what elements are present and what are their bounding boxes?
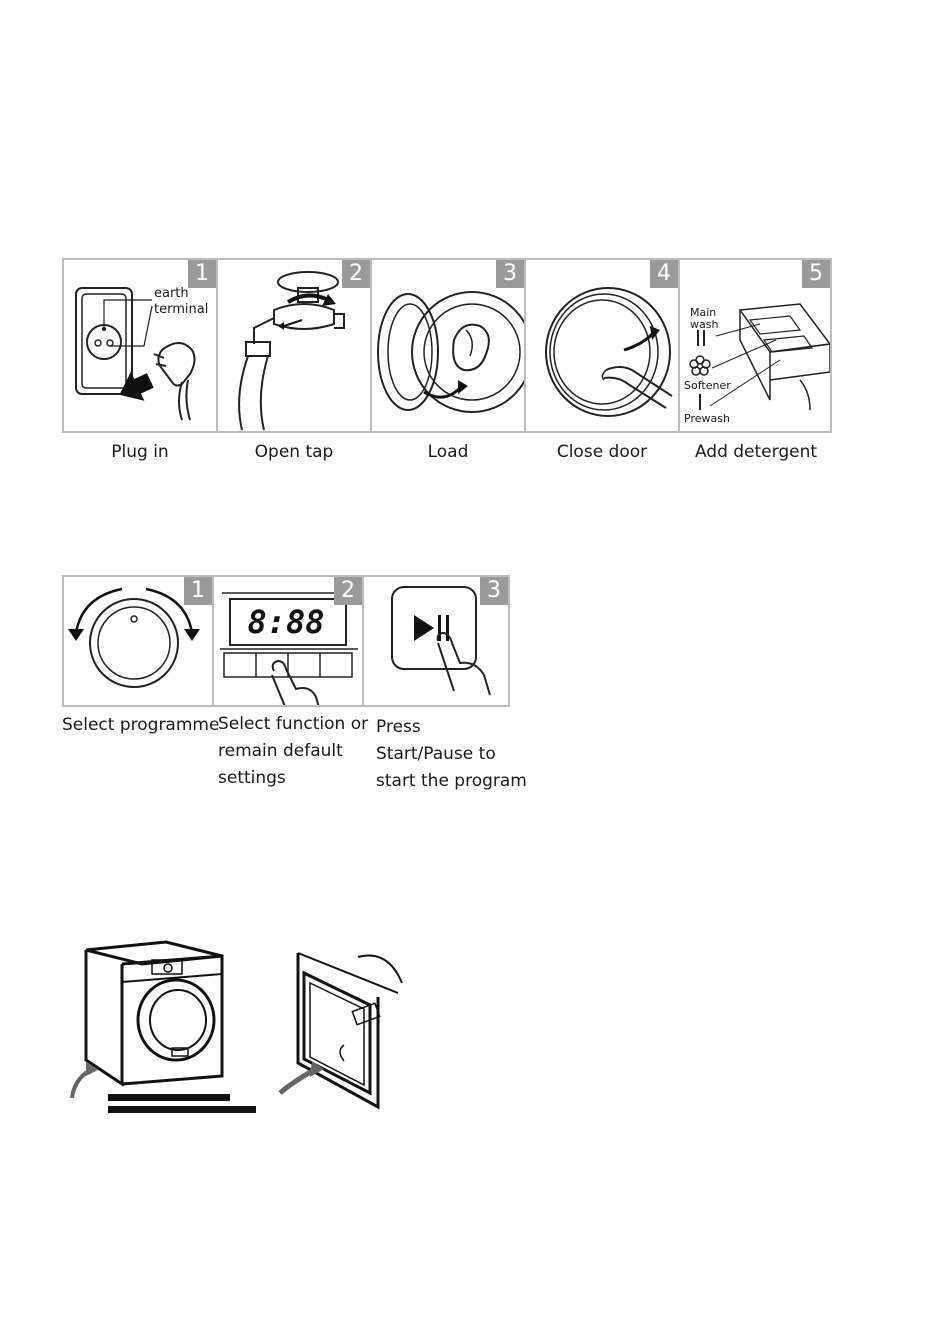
step-plug-in-panel: earth terminal 1 (62, 258, 218, 433)
step-number-badge: 4 (650, 260, 678, 288)
digital-display: 8:88 (247, 603, 324, 641)
step-number-badge: 1 (188, 260, 216, 288)
step-caption-select-programme: Select programme (62, 715, 219, 735)
step-start-pause-panel: 3 (362, 575, 510, 707)
step-caption-plug-in: Plug in (62, 442, 218, 462)
step-select-programme-panel: 1 (62, 575, 214, 707)
caption-line: start the program (376, 768, 536, 795)
step-open-tap-panel: 2 (216, 258, 372, 433)
step-number-badge: 5 (802, 260, 830, 288)
step-number-badge: 1 (184, 577, 212, 605)
step-load-panel: 3 (370, 258, 526, 433)
step-number-badge: 2 (334, 577, 362, 605)
caption-line: Press (376, 714, 536, 741)
wash-label: wash (690, 318, 718, 331)
step-number-badge: 3 (496, 260, 524, 288)
caption-line: settings (218, 765, 378, 792)
step-close-door-panel: 4 (524, 258, 680, 433)
step-number-badge: 3 (480, 577, 508, 605)
step-caption-add-detergent: Add detergent (672, 442, 840, 462)
flower-icon (690, 356, 710, 375)
caption-line: remain default (218, 738, 378, 765)
caption-line: Start/Pause to (376, 741, 536, 768)
play-pause-icon (414, 615, 449, 641)
service-panel-illustration (270, 945, 410, 1115)
step-caption-close-door: Close door (524, 442, 680, 462)
step-caption-start-pause: Press Start/Pause to start the program (376, 714, 536, 795)
prewash-label: Prewash (684, 412, 730, 425)
step-select-function-panel: 8:88 2 (212, 575, 364, 707)
step-number-badge: 2 (342, 260, 370, 288)
softener-label: Softener (684, 379, 731, 392)
step-caption-select-function: Select function or remain default settin… (218, 711, 378, 792)
step-add-detergent-panel: Main wash Softener Prewash 5 (678, 258, 832, 433)
step-caption-load: Load (370, 442, 526, 462)
caption-line: Select function or (218, 711, 378, 738)
step-caption-open-tap: Open tap (216, 442, 372, 462)
washing-machine-illustration (60, 930, 270, 1120)
